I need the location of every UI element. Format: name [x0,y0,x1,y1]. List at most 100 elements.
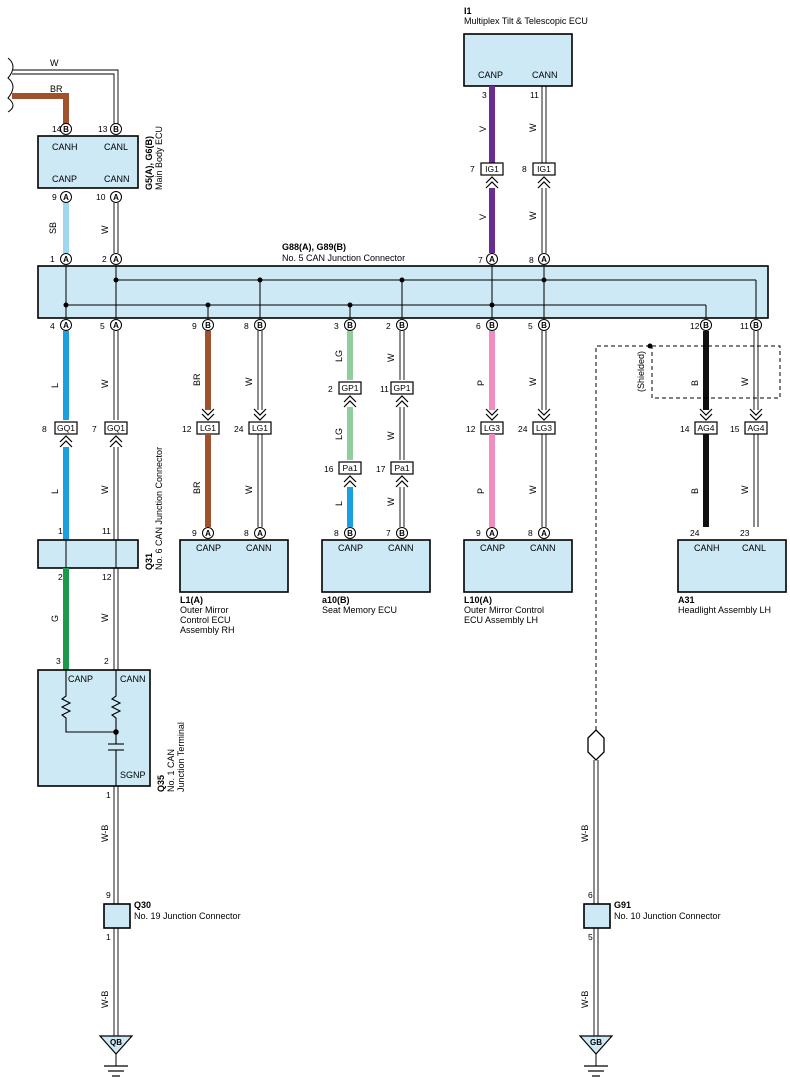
pin-badge [700,319,712,331]
ig1-connector [532,162,556,176]
wire-label: W [386,353,396,362]
ecu-code: L1(A) [180,595,203,605]
shield-drain-terminal [587,729,605,761]
canp-label: CANP [52,174,77,184]
inline-connector-label: LG3 [484,423,500,433]
wire-label-v: V [478,214,488,220]
pin-number: 23 [740,528,750,538]
pin-number: 15 [730,424,740,434]
inline-connector [390,381,414,395]
inline-connector [54,421,78,435]
badge-a-text: A [63,255,69,264]
connector-chevron [537,408,551,421]
pin-number: 9 [192,528,197,538]
pin-8: 8 [522,164,527,174]
pin-badge-text: B [541,321,547,330]
wire-label: LG [334,428,344,440]
connector-chevron [699,408,713,421]
main-body-ecu-code: G5(A), G6(B) [144,136,154,190]
pin-7: 7 [478,255,483,265]
pin-number: 8 [42,424,47,434]
cann-label: CANN [532,70,558,80]
canl-label: CANL [104,142,128,152]
pin-5: 5 [588,932,593,942]
canp-label: CANP [68,674,93,684]
inline-connector-label: LG3 [536,423,552,433]
q35-name-2: Junction Terminal [176,722,186,792]
pin-11: 11 [102,526,111,536]
pin-3: 3 [482,90,487,100]
pin-number: 5 [100,321,105,331]
q30-box [103,903,131,929]
ecu-name: Headlight Assembly LH [678,605,771,615]
ecu-code: A31 [678,595,695,605]
pin-2: 2 [102,254,107,264]
wire-label-w-b: W-B [100,825,110,842]
pin-badge [202,527,214,539]
badge-b-text: B [113,125,119,134]
wire-label: P [476,380,486,386]
pin-number: 6 [476,321,481,331]
q35-code: Q35 [156,775,166,792]
ecu-box [677,539,787,593]
wire-label-w: W [528,123,538,132]
pin-9: 9 [106,890,111,900]
wire-label-w-b: W-B [580,825,590,842]
pin-badge-text: A [205,529,211,538]
pin-badge-text: B [399,529,405,538]
badge-b-text: B [63,125,69,134]
inline-connector-label: AG4 [697,423,714,433]
pin-number: 12 [182,424,192,434]
pin-number: 12 [466,424,476,434]
g91-code: G91 [614,900,631,910]
inline-connector-label: GQ1 [107,423,125,433]
pin-badge [538,319,550,331]
ecu-name: Outer Mirror [180,605,229,615]
canp-label: CANP [338,543,363,553]
ecu-code: a10(B) [322,595,350,605]
q30-name: No. 19 Junction Connector [134,911,241,921]
badge-b [110,123,122,135]
badge-a-text: A [113,255,119,264]
inline-connector [248,421,272,435]
canp-label: CANP [196,543,221,553]
pin-number: 8 [244,321,249,331]
tilt-ecu-box [463,33,573,87]
pin-3: 3 [56,656,61,666]
inline-connector [390,461,414,475]
pin-10: 10 [96,192,106,202]
termination-resistors [60,670,124,786]
pin-badge-text: A [63,321,69,330]
badge-a-text: A [113,193,119,202]
pin-badge-text: B [347,529,353,538]
wire-label: L [50,383,60,388]
pin-number: 9 [192,321,197,331]
pin-number: 24 [518,424,528,434]
cann-label: CANN [530,543,556,553]
pin-number: 24 [690,528,700,538]
pin-7: 7 [470,164,475,174]
pin-badge [486,527,498,539]
pin-badge-text: B [489,321,495,330]
main-body-ecu-label: G5(A), G6(B) Main Body ECU [144,126,164,190]
wire-label: W [528,485,538,494]
pin-badge [344,527,356,539]
pin-badge [396,319,408,331]
pin-number: 5 [528,321,533,331]
wire-label: B [690,488,700,494]
pin-9: 9 [52,192,57,202]
junction5-box [37,265,769,319]
pin-number: 14 [680,424,690,434]
inline-connector-label: GP1 [393,383,410,393]
wire-label-g: G [50,615,60,622]
wire-label: W [244,485,254,494]
badge-a-text: A [63,193,69,202]
wire-label-w-b: W-B [580,991,590,1008]
badge-a [60,191,72,203]
pin-badge-text: B [399,321,405,330]
connector-chevron [343,475,357,488]
pin-number: 3 [334,321,339,331]
wire-label: W [740,377,750,386]
pin-badge [396,527,408,539]
